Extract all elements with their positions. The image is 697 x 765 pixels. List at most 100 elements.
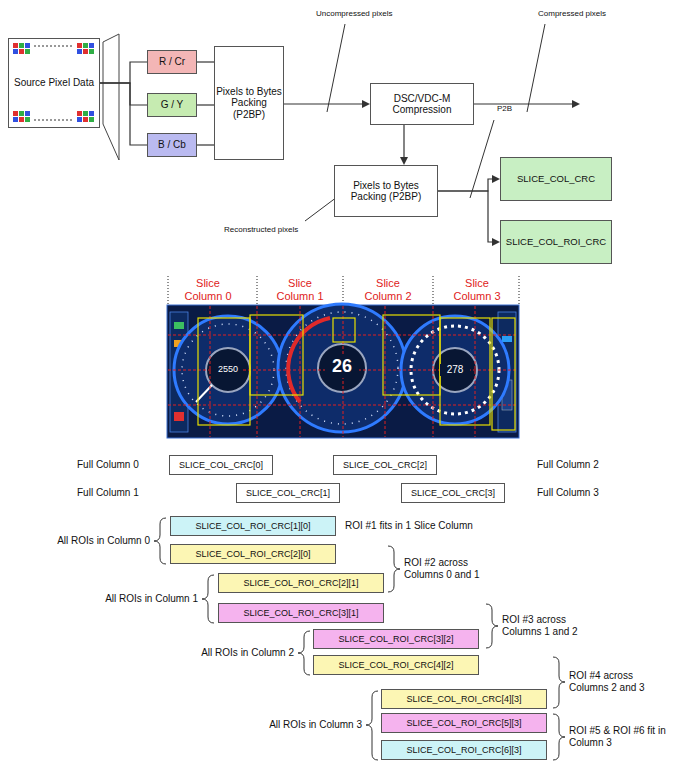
grid-line: [385, 306, 386, 437]
group-label: All ROIs in Column 0: [10, 535, 150, 547]
arrowhead: [362, 100, 370, 108]
brace: [202, 575, 214, 623]
slice-separator: [519, 276, 520, 305]
gauge-readout: 278: [440, 364, 470, 376]
box-text: SLICE_COL_ROI_CRC[4][3]: [406, 694, 521, 704]
slice-separator: [168, 276, 169, 305]
box-text: R / Cr: [159, 56, 185, 68]
column-label: Full Column 3: [537, 487, 627, 499]
arrowhead: [400, 157, 408, 165]
group-label: All ROIs in Column 2: [140, 647, 294, 659]
dashed-row: [34, 46, 74, 47]
box-text: SLICE_COL_ROI_CRC[3][1]: [243, 608, 358, 618]
roi-note: ROI #4 across Columns 2 and 3: [569, 670, 664, 694]
signal-label: Uncompressed pixels: [316, 9, 426, 19]
icon: [174, 322, 184, 329]
slice-separators: [168, 276, 519, 305]
leader-line: [305, 197, 337, 221]
connector: [100, 83, 147, 145]
grid-line: [300, 306, 301, 437]
connector: [100, 62, 147, 83]
roi-note: ROI #2 across Columns 0 and 1: [404, 557, 499, 581]
dashboard-ground: [167, 305, 519, 438]
crc-box: SLICE_COL_ROI_CRC: [500, 220, 612, 264]
brace: [388, 546, 400, 592]
connector-line: [438, 191, 495, 242]
box-text: SLICE_COL_ROI_CRC[1][0]: [195, 521, 310, 531]
slice-column-label: Slice Column 2: [360, 277, 416, 303]
output-line: [470, 103, 573, 104]
bus-slash: [327, 24, 345, 112]
slice-separator: [433, 276, 434, 305]
brace: [154, 518, 166, 564]
roi-crc-box: SLICE_COL_ROI_CRC[2][1]: [218, 573, 384, 593]
connector: [197, 105, 214, 106]
column-crc-box: SLICE_COL_CRC[2]: [333, 455, 437, 475]
roi-note: ROI #5 & ROI #6 fit in Column 3: [569, 725, 689, 749]
box-text: Pixels to Bytes Packing (P2BP): [215, 86, 283, 121]
demux-shape: [103, 34, 119, 160]
bus-slash: [527, 24, 545, 112]
connector: [438, 175, 500, 191]
icon: [502, 336, 512, 342]
grid-line: [168, 405, 518, 406]
gauge: [401, 316, 509, 424]
column-crc-box: SLICE_COL_CRC[1]: [236, 483, 340, 503]
roi-rect: [383, 315, 440, 395]
dashed-row: [34, 120, 74, 121]
roi-note: ROI #3 across Columns 1 and 2: [502, 614, 597, 638]
box-text: G / Y: [161, 99, 184, 111]
channel-box: G / Y: [147, 93, 197, 117]
arrowhead: [492, 175, 500, 183]
connector-line: [197, 104, 214, 105]
box-text: SLICE_COL_ROI_CRC[6][3]: [406, 745, 521, 755]
connector: [197, 62, 214, 63]
brace: [366, 691, 378, 760]
source-box: Source Pixel Data: [8, 38, 100, 128]
roi-crc-box: SLICE_COL_ROI_CRC[1][0]: [170, 516, 336, 536]
connector-line: [100, 83, 147, 105]
connector-line: [438, 179, 495, 191]
roi-rect: [333, 318, 355, 342]
column-label: Full Column 2: [537, 459, 627, 471]
brace: [298, 631, 310, 675]
bus-slash: [470, 120, 494, 198]
slice-column-label: Slice Column 3: [449, 277, 505, 303]
process-box: Pixels to Bytes Packing (P2BP): [214, 46, 284, 160]
arrowhead: [492, 238, 500, 246]
roi-crc-box: SLICE_COL_ROI_CRC[3][2]: [313, 629, 479, 649]
connector-line: [100, 62, 147, 83]
channel-box: R / Cr: [147, 50, 197, 74]
slice-column-label: Slice Column 1: [272, 277, 328, 303]
box-text: SLICE_COL_ROI_CRC[4][2]: [338, 660, 453, 670]
roi-crc-box: SLICE_COL_ROI_CRC[6][3]: [381, 740, 547, 760]
gauge: [278, 304, 406, 432]
box-text: SLICE_COL_ROI_CRC: [506, 237, 606, 248]
signal-label: P2B: [497, 104, 527, 114]
braces: [154, 518, 565, 760]
gauge-readout: 2550: [213, 364, 243, 375]
roi-rect: [492, 318, 515, 430]
box-text: SLICE_COL_CRC: [517, 174, 595, 185]
grid-line: [257, 306, 258, 437]
grid-line: [433, 306, 434, 437]
connector-line: [100, 83, 147, 145]
connector-line: [197, 144, 214, 145]
roi-outlines: [198, 315, 515, 430]
box-text: SLICE_COL_ROI_CRC[2][0]: [195, 549, 310, 559]
box-text: SLICE_COL_ROI_CRC[5][3]: [406, 718, 521, 728]
process-box: Pixels to Bytes Packing (P2BP): [334, 165, 438, 217]
roi-note: ROI #1 fits in 1 Slice Column: [345, 520, 545, 532]
slice-separator: [257, 276, 258, 305]
roi-crc-box: SLICE_COL_ROI_CRC[4][2]: [313, 655, 479, 675]
slice-separator: [343, 276, 344, 305]
source-pixels: [13, 43, 94, 122]
process-box: DSC/VDC-M Compression: [370, 83, 474, 125]
grid-line: [168, 335, 518, 336]
connector: [284, 100, 370, 108]
roi-rect: [250, 315, 303, 395]
dashboard: [167, 304, 519, 438]
box-text: SLICE_COL_CRC[2]: [343, 460, 427, 470]
